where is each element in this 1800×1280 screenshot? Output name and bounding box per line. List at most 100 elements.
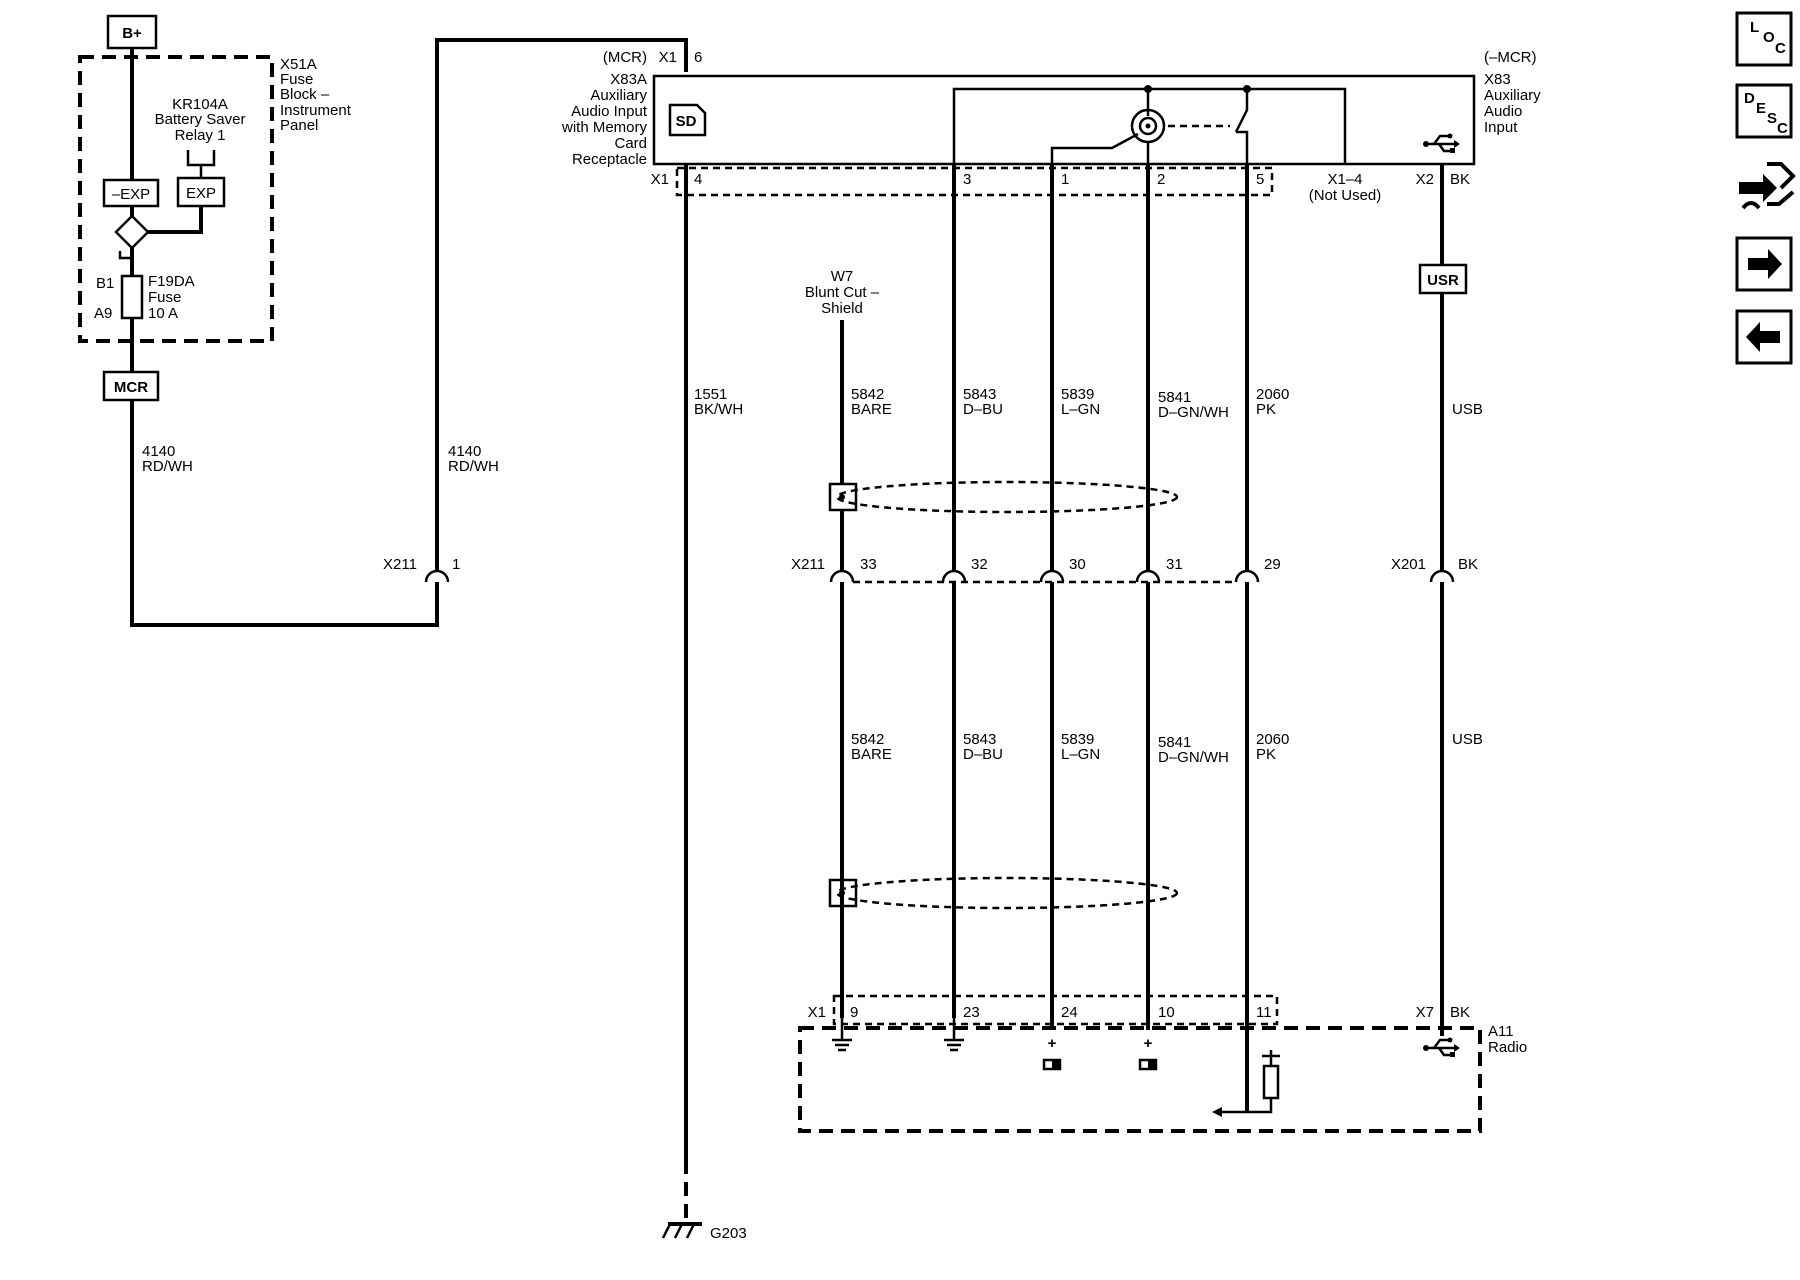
wire-upper-5841-color: D–GN/WH <box>1158 404 1229 421</box>
fuse-block-line4: Instrument <box>280 102 352 119</box>
x83a-title: X83A <box>610 71 647 88</box>
desc-letter-e: E <box>1756 100 1766 117</box>
wire-4140-mid <box>435 38 688 571</box>
x83-x1-4-label: X1–4 <box>1327 171 1362 188</box>
x1-connector-outline <box>675 166 1274 197</box>
x83a-title-line5: Card <box>614 135 647 152</box>
ground-g203-icon <box>661 1222 702 1239</box>
wire-4140-mid-color: RD/WH <box>448 458 499 475</box>
usb-lower-label: USB <box>1452 731 1483 748</box>
usr-tag-label: USR <box>1427 272 1459 289</box>
audio-input-right-icon: + <box>1138 1035 1158 1071</box>
x83-mcr-label: (–MCR) <box>1484 49 1537 66</box>
wire-lower-5841-num: 5841 <box>1158 734 1191 751</box>
x83-title-line4: Input <box>1484 119 1518 136</box>
nav-button-loc[interactable]: L O C <box>1735 11 1793 67</box>
relay-line2: Battery Saver <box>155 111 246 128</box>
fuse-contact-mark <box>118 251 132 260</box>
b-plus-label: B+ <box>122 25 142 42</box>
ground-g203-label: G203 <box>710 1225 747 1242</box>
pin-a9: A9 <box>94 305 112 322</box>
x83a-title-line2: Auxiliary <box>590 87 647 104</box>
radio-usb-icon <box>1423 1037 1460 1057</box>
x201-bk-label: BK <box>1458 556 1478 573</box>
wire-upper-2060-num: 2060 <box>1256 386 1289 403</box>
arrow-right-icon <box>1748 249 1782 279</box>
radio-pin-24: 24 <box>1061 1004 1078 1021</box>
x201-pin <box>1429 569 1455 583</box>
nav-button-desc[interactable]: D E S C <box>1735 83 1793 139</box>
wire-lower-2060-color: PK <box>1256 746 1276 763</box>
pin-b1: B1 <box>96 275 114 292</box>
x83a-pin6: 6 <box>694 49 702 66</box>
neg-exp-label: –EXP <box>112 186 150 203</box>
exp-label: EXP <box>186 185 216 202</box>
wire-upper-5842-num: 5842 <box>851 386 884 403</box>
loc-letter-c: C <box>1775 40 1786 57</box>
desc-letter-c: C <box>1777 120 1788 137</box>
desc-letter-s: S <box>1767 110 1777 127</box>
nav-button-connector[interactable] <box>1739 162 1796 210</box>
nav-button-prev[interactable] <box>1735 309 1793 365</box>
x83-usb-icon <box>1423 133 1460 153</box>
x83-title-line2: Auxiliary <box>1484 87 1541 104</box>
wire-lower-5843-num: 5843 <box>963 731 996 748</box>
fuse-block-line2: Fuse <box>280 71 313 88</box>
fuse-f19da-symbol <box>120 274 144 320</box>
radio-pin-11: 11 <box>1256 1004 1272 1021</box>
shield-ellipse-lower <box>835 876 1179 910</box>
wire-1551-num: 1551 <box>694 386 727 403</box>
fuse-rating: 10 A <box>148 305 178 322</box>
loc-letter-l: L <box>1750 19 1759 36</box>
x83-pin-5: 5 <box>1256 171 1264 188</box>
wire-upper-5843-color: D–BU <box>963 401 1003 418</box>
sd-card-icon <box>668 103 707 137</box>
neg-exp-box <box>102 178 160 208</box>
radio-x1-label: X1 <box>808 1004 826 1021</box>
radio-module: X1 9 23 24 10 11 X7 BK A11 Radio + <box>798 994 1527 1133</box>
x83a-mcr-label: (MCR) <box>603 49 647 66</box>
shield-w7-line2: Blunt Cut – <box>805 284 880 301</box>
fuse-block-line5: Panel <box>280 117 318 134</box>
x83-pin-3: 3 <box>963 171 971 188</box>
x211-pin-33 <box>829 569 855 583</box>
fuse-block-line3: Block – <box>280 86 330 103</box>
wire-upper-5839-color: L–GN <box>1061 401 1100 418</box>
wire-lower-5843-color: D–BU <box>963 746 1003 763</box>
svg-text:+: + <box>1144 1035 1153 1052</box>
sd-card-label: SD <box>676 113 697 130</box>
x83a-x1-bottom: X1 <box>651 171 669 188</box>
relay-bracket <box>186 150 216 167</box>
shield-w7-name: W7 <box>831 268 854 285</box>
desc-letter-d: D <box>1744 90 1755 107</box>
connector-tool-icon[interactable] <box>1739 162 1796 210</box>
nav-button-next[interactable] <box>1735 236 1793 292</box>
radio-x1-connector-outline <box>832 994 1279 1026</box>
x83a-title-line6: Receptacle <box>572 151 647 168</box>
x83-pin-2: 2 <box>1157 171 1165 188</box>
x211-pin-29-label: 29 <box>1264 556 1281 573</box>
wire-upper-5843-num: 5843 <box>963 386 996 403</box>
wire-lower-5839-num: 5839 <box>1061 731 1094 748</box>
usr-tag-box <box>1418 263 1468 295</box>
x211-pin-30 <box>1039 569 1065 583</box>
wire-1551-color: BK/WH <box>694 401 743 418</box>
location-button[interactable] <box>1735 11 1793 67</box>
wire-lower-5842-num: 5842 <box>851 731 884 748</box>
radio-bk-label: BK <box>1450 1004 1470 1021</box>
radio-pin-23: 23 <box>963 1004 980 1021</box>
audio-input-left-icon: + <box>1042 1035 1062 1071</box>
x83-x2-label: X2 <box>1416 171 1434 188</box>
wire-harness: 1551 BK/WH G203 W7 Blunt Cut – Shield 58… <box>661 164 1483 1242</box>
x83-not-used-label: (Not Used) <box>1309 187 1382 204</box>
description-button[interactable] <box>1735 83 1793 139</box>
x211-pin-31-label: 31 <box>1166 556 1183 573</box>
x83a-conn-x1: X1 <box>659 49 677 66</box>
x83-pin-1: 1 <box>1061 171 1069 188</box>
x83-title-line3: Audio <box>1484 103 1522 120</box>
arrow-left-icon <box>1746 322 1780 352</box>
shield-w7-line3: Shield <box>821 300 863 317</box>
fuse-block-outline <box>78 55 274 343</box>
loc-letter-o: O <box>1763 29 1775 46</box>
switch-contact <box>1234 89 1249 164</box>
